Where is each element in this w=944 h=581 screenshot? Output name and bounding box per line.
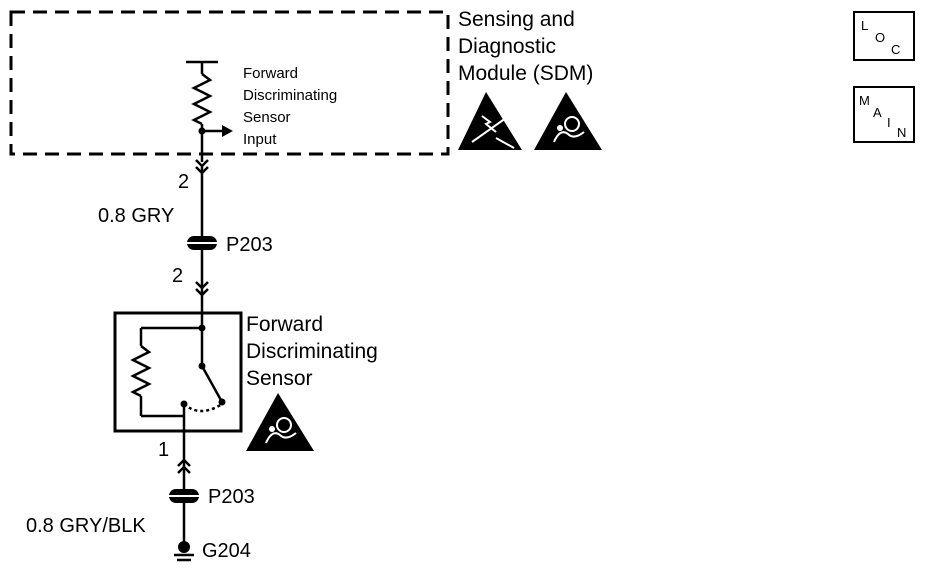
main-letter: I: [887, 115, 891, 130]
sensor-node-top: [198, 324, 206, 332]
loc-letter: C: [891, 42, 901, 57]
switch-pivot: [180, 400, 188, 408]
main-letter: A: [873, 105, 882, 120]
main-letter: M: [859, 93, 870, 108]
pin-number: 2: [172, 265, 184, 287]
pin-number: 1: [158, 439, 170, 461]
sdm-input-arrow: [198, 125, 233, 137]
loc-letter: O: [875, 30, 886, 45]
main-letter: N: [897, 125, 907, 140]
esd-sensitive-icon: [458, 92, 522, 150]
sdm-input-label-line: Input: [243, 131, 277, 148]
sdm-module-boundary: [9, 10, 450, 156]
ground-label: G204: [202, 540, 251, 562]
switch-contact: [218, 398, 226, 406]
sdm-title-line: Sensing and: [458, 8, 575, 31]
wire-color-label: 0.8 GRY/BLK: [26, 515, 146, 537]
loc-letter: L: [861, 18, 869, 33]
sensor-title-line: Sensor: [246, 367, 313, 390]
sensor-title-line: Discriminating: [246, 340, 378, 363]
main-button[interactable]: M A I N: [853, 86, 915, 143]
sensor-title: Forward Discriminating Sensor: [246, 311, 378, 392]
connector-p203-lower: [168, 489, 200, 503]
sdm-title: Sensing and Diagnostic Module (SDM): [458, 6, 593, 87]
sdm-input-resistor: [186, 60, 218, 162]
airbag-icon: [534, 92, 602, 150]
sensor-title-line: Forward: [246, 313, 324, 336]
sensor-body: [113, 311, 243, 433]
switch-node: [198, 362, 206, 370]
sdm-title-line: Module (SDM): [458, 62, 594, 85]
connector-label: P203: [226, 234, 273, 256]
sdm-input-label: Forward Discriminating Sensor Input: [243, 63, 337, 151]
loc-button[interactable]: L O C: [853, 11, 915, 61]
ground-symbol: [174, 541, 194, 562]
connector-p203-upper: [186, 236, 218, 250]
connector-label: P203: [208, 486, 255, 508]
sensor-internal-circuit: [130, 326, 224, 432]
airbag-icon: [246, 393, 314, 451]
pin-number: 2: [178, 171, 190, 193]
sdm-input-label-line: Discriminating: [243, 87, 338, 104]
sdm-title-line: Diagnostic: [458, 35, 557, 58]
upper-wire: [195, 159, 209, 328]
sdm-input-label-line: Sensor: [243, 109, 291, 126]
wire-color-label: 0.8 GRY: [98, 205, 175, 227]
sdm-input-label-line: Forward: [243, 65, 299, 82]
